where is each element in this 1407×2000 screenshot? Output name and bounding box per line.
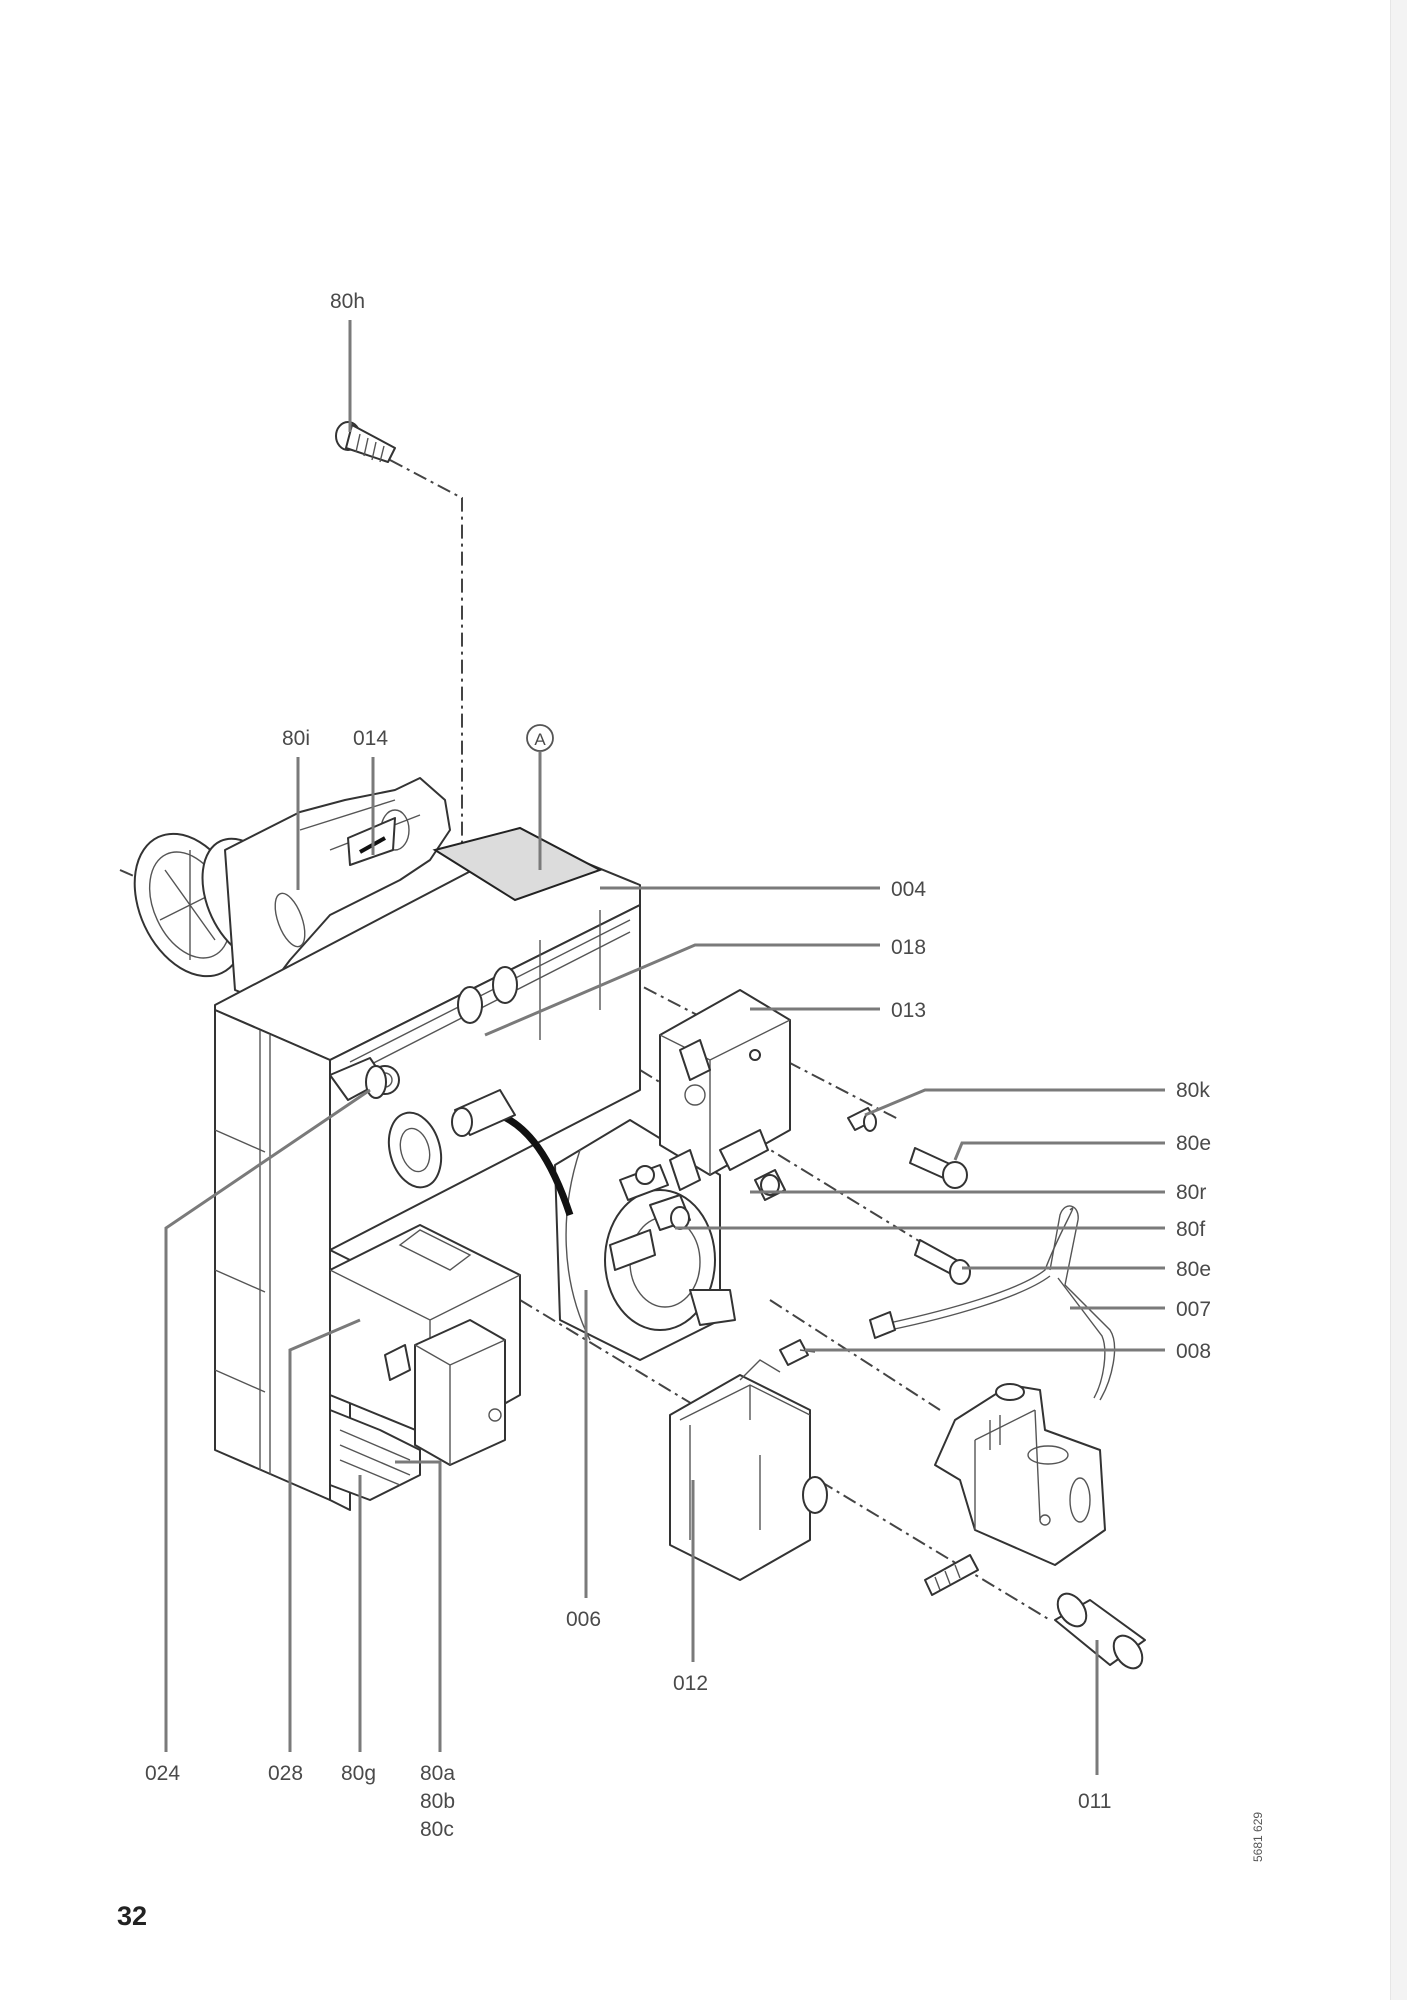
label-008: 008 xyxy=(1176,1340,1211,1363)
page-number: 32 xyxy=(117,1901,147,1931)
label-011: 011 xyxy=(1078,1790,1111,1813)
leader-028 xyxy=(288,1318,361,1752)
document-id: 5681 629 xyxy=(1251,1812,1265,1862)
axis-008-pump xyxy=(769,1299,941,1411)
label-80r: 80r xyxy=(1176,1181,1206,1204)
leader-024 xyxy=(164,1088,371,1752)
label-007: 007 xyxy=(1176,1298,1211,1321)
label-80h: 80h xyxy=(330,290,365,313)
label-80k: 80k xyxy=(1176,1079,1210,1102)
leader-80k xyxy=(864,1088,1165,1117)
axis-80k-80e xyxy=(619,974,901,1121)
label-80b: 80b xyxy=(420,1790,455,1813)
label-plate-004 xyxy=(432,826,603,902)
photocell-011 xyxy=(1054,1592,1146,1670)
page-edge xyxy=(1390,0,1407,2000)
ignition-transformer-012 xyxy=(669,1359,828,1581)
label-004: 004 xyxy=(891,878,926,901)
label-80f: 80f xyxy=(1176,1218,1205,1241)
solenoid-013 xyxy=(659,989,791,1191)
label-80e-top: 80e xyxy=(1176,1132,1211,1155)
label-80a: 80a xyxy=(420,1762,455,1785)
label-80c: 80c xyxy=(420,1818,454,1841)
callout-a: A xyxy=(526,724,554,870)
nozzle-008 xyxy=(779,1339,816,1366)
screw-80h xyxy=(335,421,396,463)
axis-80h xyxy=(389,459,463,860)
label-012: 012 xyxy=(673,1672,708,1695)
label-80e-bottom: 80e xyxy=(1176,1258,1211,1281)
part-labels: 80h 80i 014 004 018 013 80k 80e 80r 80f … xyxy=(145,290,1211,1841)
leader-018 xyxy=(484,943,880,1037)
leader-lines xyxy=(164,320,1165,1775)
label-024: 024 xyxy=(145,1762,180,1785)
label-013: 013 xyxy=(891,999,926,1022)
control-box-028 xyxy=(329,1224,521,1501)
label-028: 028 xyxy=(268,1762,303,1785)
leader-80e-top xyxy=(953,1141,1165,1161)
label-014: 014 xyxy=(353,727,388,750)
label-006: 006 xyxy=(566,1608,601,1631)
label-80i: 80i xyxy=(282,727,310,750)
label-80g: 80g xyxy=(341,1762,376,1785)
ignition-cable-007 xyxy=(869,1205,1116,1401)
leader-80a xyxy=(395,1460,442,1752)
callout-a-letter: A xyxy=(534,730,546,749)
burner-housing xyxy=(214,826,641,1511)
label-018: 018 xyxy=(891,936,926,959)
oil-pump xyxy=(924,1383,1106,1596)
fan-assembly xyxy=(133,777,451,1001)
